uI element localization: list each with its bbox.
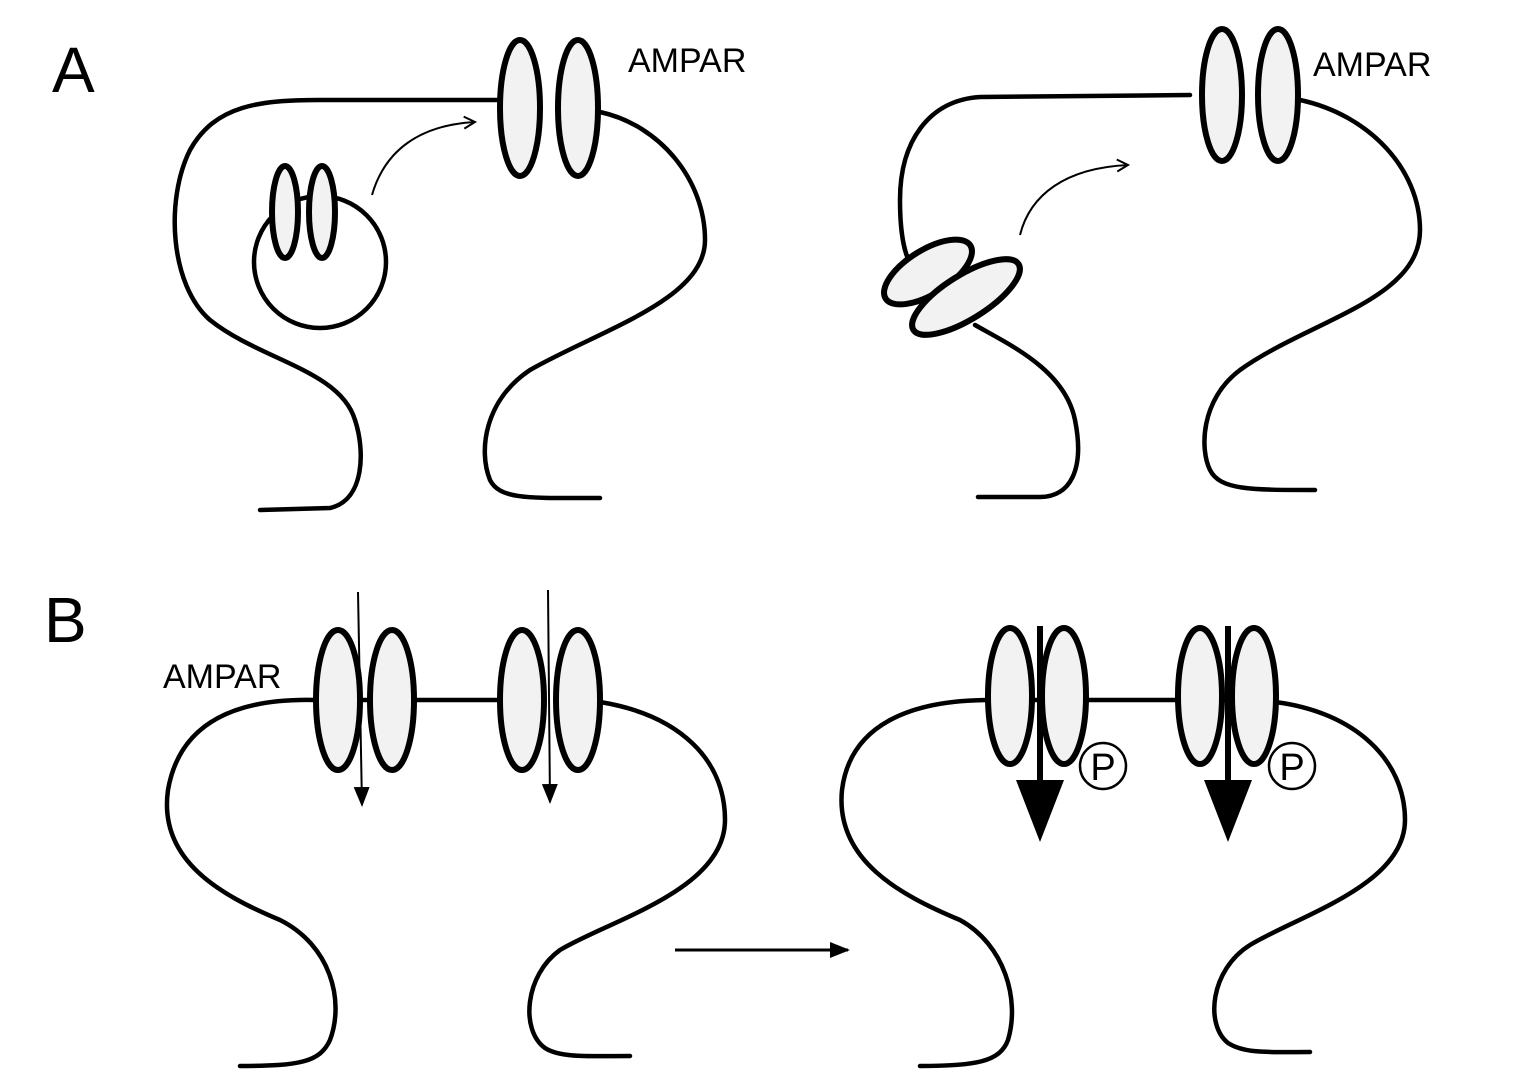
ampar-subunit xyxy=(553,627,603,773)
ion-flow-arrow xyxy=(353,591,370,807)
exocytosis-arrow xyxy=(371,122,475,196)
phosphorylation-marker xyxy=(1267,741,1317,791)
ampar-label: AMPAR xyxy=(163,658,281,696)
lateral-diffusion-arrow xyxy=(1019,165,1128,236)
spine-membrane-left-lower xyxy=(972,322,1081,500)
panel-a-right-spine: AMPAR xyxy=(881,26,1431,500)
ion-flow-arrow xyxy=(541,589,558,804)
ampar-subunit xyxy=(985,625,1035,767)
spine-membrane-left xyxy=(839,697,1015,1069)
enhanced-ion-flow-arrowhead xyxy=(1204,780,1252,842)
ampar-subunit xyxy=(555,37,601,179)
phosphorylation-marker xyxy=(1078,741,1128,791)
spine-membrane-right xyxy=(1202,97,1423,493)
spine-membrane-right xyxy=(482,109,708,501)
ampar-subunit xyxy=(313,627,363,773)
ampar-subunit xyxy=(1199,26,1245,164)
ampar-subunit xyxy=(497,37,543,179)
ampar-label: AMPAR xyxy=(628,42,746,80)
panel-a-label: A xyxy=(52,34,95,106)
ampar-subunit xyxy=(1039,625,1089,767)
panel-b-label: B xyxy=(44,584,87,656)
spine-membrane-right xyxy=(1212,699,1408,1055)
phospho-label: P xyxy=(1279,747,1304,789)
inserting-ampar-subunit xyxy=(909,256,1023,338)
phospho-label: P xyxy=(1090,747,1115,789)
ampar-label: AMPAR xyxy=(1313,46,1431,84)
ampar-subunit xyxy=(1255,26,1301,164)
panel-b-right-spine: P P xyxy=(839,625,1408,1069)
panel-b-left-spine: AMPAR xyxy=(163,589,728,1069)
ampar-subunit xyxy=(1229,625,1279,767)
vesicle-ampar-subunit xyxy=(306,163,338,261)
ampar-subunit xyxy=(497,627,547,773)
panel-a-left-spine: AMPAR xyxy=(172,37,746,513)
ampar-subunit xyxy=(367,627,417,773)
ampar-subunit xyxy=(1175,625,1225,767)
spine-membrane-left xyxy=(172,97,503,513)
spine-membrane-right xyxy=(527,699,728,1059)
spine-membrane-left xyxy=(897,92,1193,273)
spine-membrane-left xyxy=(164,697,338,1069)
vesicle-ampar-subunit xyxy=(269,163,301,261)
enhanced-ion-flow-arrowhead xyxy=(1016,780,1064,842)
